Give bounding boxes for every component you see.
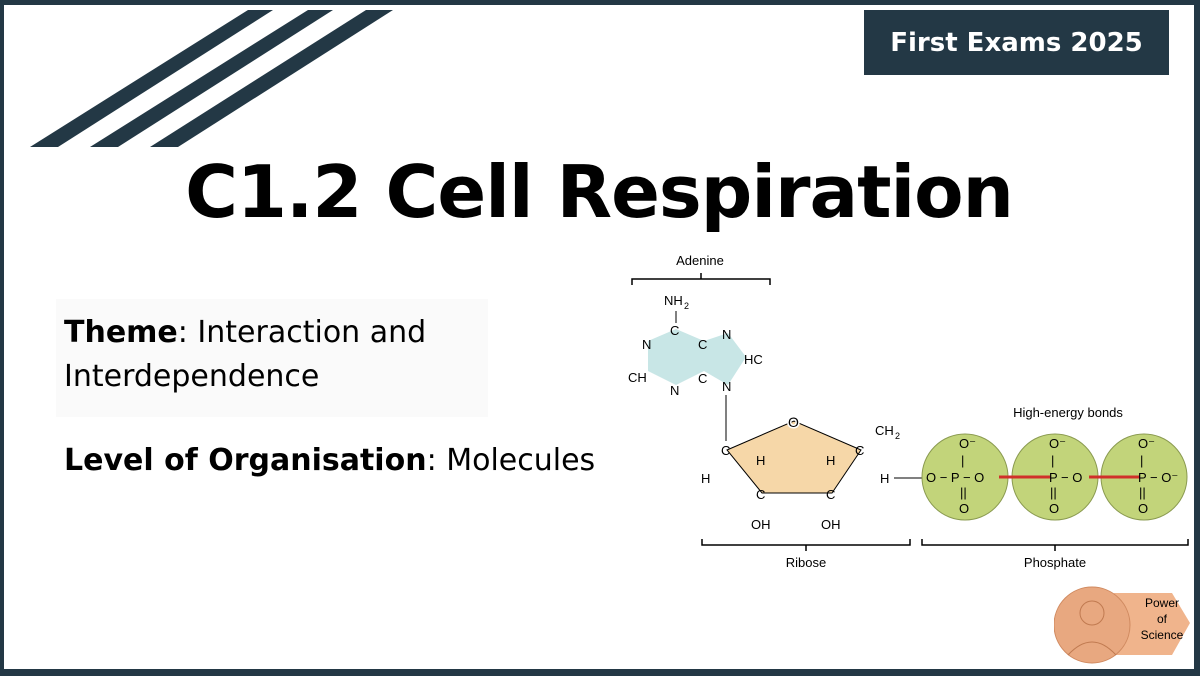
svg-text:C: C: [756, 487, 765, 502]
svg-text:O⁻: O⁻: [1049, 436, 1066, 451]
theme-text: Theme: Interaction and Interdependence: [64, 311, 426, 399]
exam-year-badge: First Exams 2025: [864, 10, 1169, 75]
svg-text:O: O: [1138, 501, 1148, 516]
theme-value: : Interaction and: [177, 315, 427, 350]
svg-text:O: O: [1049, 501, 1059, 516]
svg-text:O⁻: O⁻: [1138, 436, 1155, 451]
svg-text:C: C: [698, 371, 707, 386]
ribose-label: Ribose: [786, 555, 826, 570]
svg-text:CH: CH: [875, 423, 894, 438]
svg-text:O⁻: O⁻: [959, 436, 976, 451]
adenine-label: Adenine: [676, 253, 724, 268]
svg-text:C: C: [698, 337, 707, 352]
svg-text:O: O: [959, 501, 969, 516]
svg-text:H: H: [701, 471, 710, 486]
svg-text:HC: HC: [744, 352, 763, 367]
svg-text:N: N: [722, 379, 731, 394]
svg-text:P − O: P − O: [1049, 470, 1082, 485]
svg-text:C: C: [670, 323, 679, 338]
svg-text:O − P − O: O − P − O: [926, 470, 984, 485]
svg-text:N: N: [670, 383, 679, 398]
svg-text:C: C: [721, 443, 730, 458]
level-label: Level of Organisation: [64, 443, 427, 478]
svg-text:2: 2: [895, 431, 900, 441]
theme-box: [56, 299, 488, 417]
svg-text:O: O: [788, 414, 799, 430]
level-text: Level of Organisation: Molecules: [64, 443, 595, 478]
theme-label: Theme: [64, 315, 178, 350]
page-title: C1.2 Cell Respiration: [185, 150, 1014, 234]
svg-text:H: H: [826, 453, 835, 468]
power-of-science-logo: [1054, 586, 1190, 664]
theme-value-2: Interdependence: [64, 359, 320, 394]
logo-line-1: Power: [1144, 596, 1179, 610]
svg-text:C: C: [826, 487, 835, 502]
svg-text:H: H: [756, 453, 765, 468]
svg-text:2: 2: [684, 301, 689, 311]
svg-text:P − O⁻: P − O⁻: [1138, 470, 1178, 485]
svg-text:C: C: [855, 443, 864, 458]
svg-text:N: N: [722, 327, 731, 342]
svg-text:|: |: [961, 453, 964, 468]
svg-text:|: |: [1051, 453, 1054, 468]
svg-text:|: |: [1140, 453, 1143, 468]
svg-text:||: ||: [960, 485, 967, 500]
bonds-label: High-energy bonds: [1013, 405, 1123, 420]
svg-text:OH: OH: [751, 517, 771, 532]
svg-text:||: ||: [1050, 485, 1057, 500]
decorative-stripes: [30, 10, 393, 147]
slide: First Exams 2025 C1.2 Cell Respiration T…: [4, 5, 1194, 669]
svg-text:||: ||: [1139, 485, 1146, 500]
logo-text: Power of Science: [1137, 595, 1187, 643]
svg-text:H: H: [880, 471, 889, 486]
svg-text:N: N: [642, 337, 651, 352]
level-value: : Molecules: [426, 443, 596, 478]
logo-line-2: of: [1156, 612, 1167, 626]
svg-text:OH: OH: [821, 517, 841, 532]
logo-line-3: Science: [1140, 628, 1184, 642]
svg-text:NH: NH: [664, 293, 683, 308]
phosphate-label: Phosphate: [1024, 555, 1086, 570]
svg-text:CH: CH: [628, 370, 647, 385]
